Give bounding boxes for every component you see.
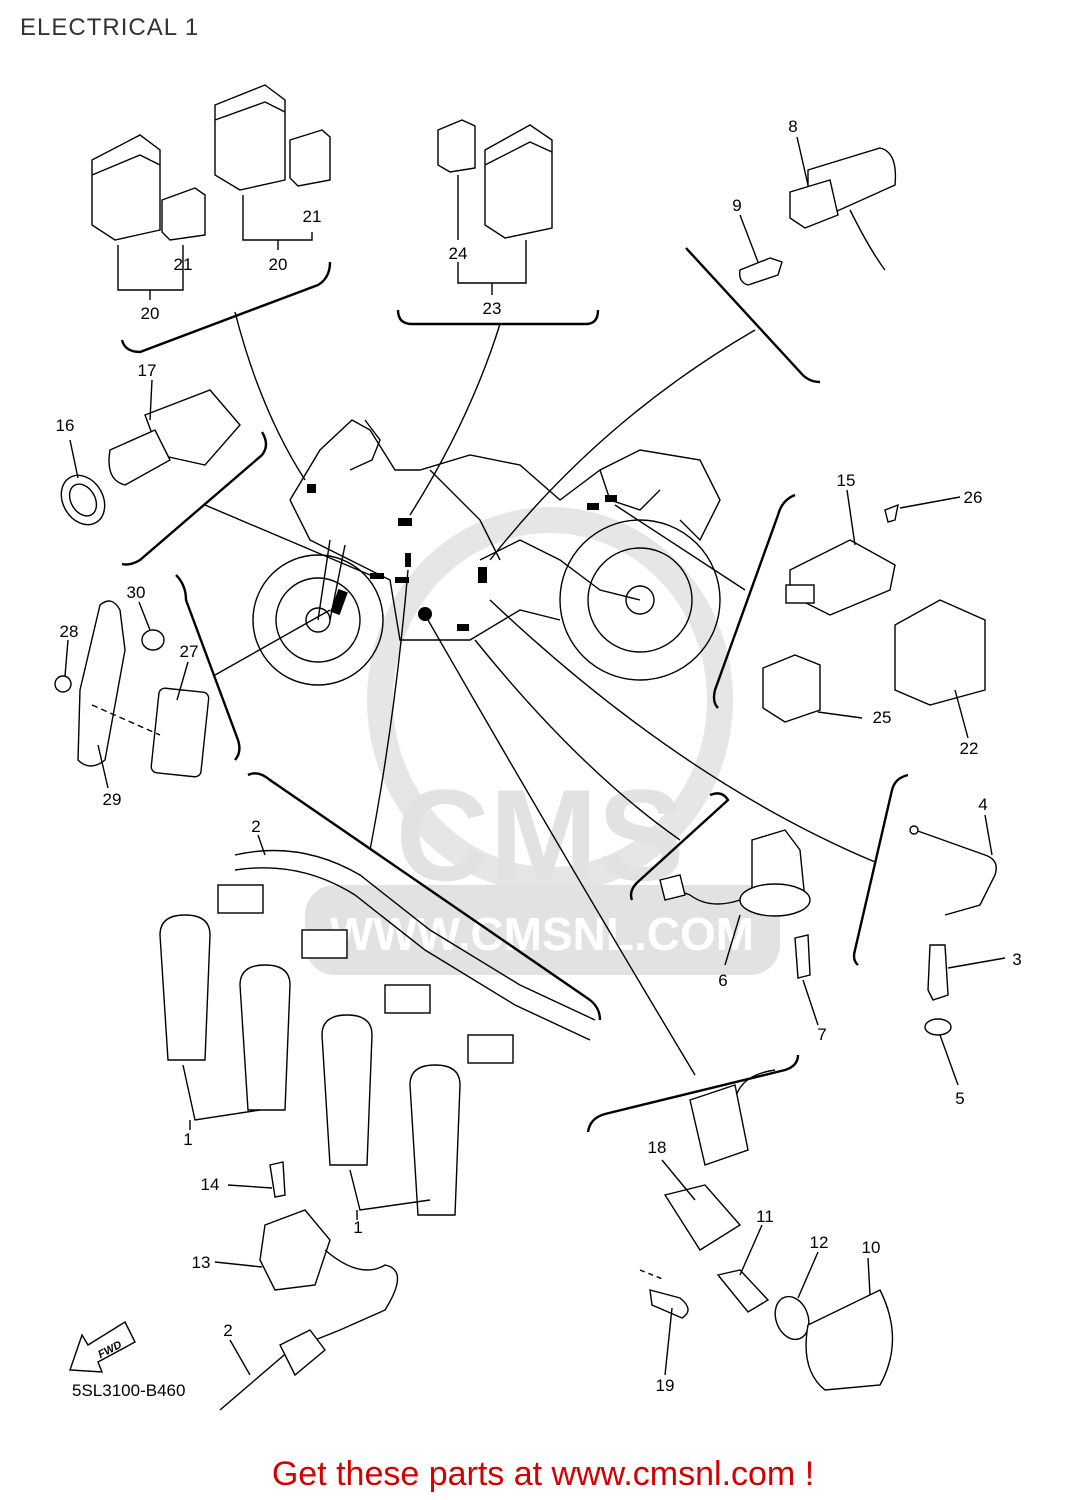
- label-20: 20: [269, 255, 288, 274]
- watermark-url: WWW.CMSNL.COM: [330, 908, 754, 960]
- location-markers: [307, 484, 617, 631]
- leader-lines: [204, 311, 876, 1076]
- watermark-brand: CMS: [396, 762, 685, 908]
- part-10-19-pickup: [639, 1069, 894, 1391]
- label-23: 23: [483, 299, 502, 318]
- relay-group-23-24: [437, 119, 553, 295]
- label-21: 21: [174, 255, 193, 274]
- label-11: 11: [756, 1207, 774, 1226]
- part-15-22-25-units: [762, 503, 986, 723]
- page-title: ELECTRICAL 1: [20, 14, 200, 41]
- label-27: 27: [180, 642, 199, 661]
- callout-lines: [64, 136, 1006, 1376]
- watermark: CMS WWW.CMSNL.COM: [305, 507, 780, 975]
- fwd-arrow-icon: FWD: [69, 1321, 136, 1373]
- part-13-sensor: [219, 1161, 399, 1411]
- label-22: 22: [960, 739, 979, 758]
- label-1: 1: [353, 1218, 362, 1237]
- relay-group-20-21: [91, 84, 331, 300]
- label-15: 15: [837, 471, 856, 490]
- label-4: 4: [978, 795, 987, 814]
- label-6: 6: [718, 971, 727, 990]
- label-10: 10: [862, 1238, 881, 1257]
- part-3-4-5: [909, 825, 997, 1036]
- part-1-ignition-coils: [159, 914, 461, 1220]
- label-26: 26: [964, 488, 983, 507]
- label-17: 17: [138, 361, 157, 380]
- label-25: 25: [873, 708, 892, 727]
- label-20: 20: [141, 304, 160, 323]
- label-2: 2: [251, 817, 260, 836]
- part-2-harness: [217, 849, 596, 1064]
- label-14: 14: [201, 1175, 220, 1194]
- label-13: 13: [192, 1253, 211, 1272]
- label-7: 7: [817, 1025, 826, 1044]
- label-19: 19: [656, 1376, 675, 1395]
- part-6-sensor: [659, 829, 811, 979]
- label-18: 18: [648, 1138, 667, 1157]
- label-3: 3: [1012, 950, 1021, 969]
- label-29: 29: [103, 790, 122, 809]
- diagram-code: 5SL3100-B460: [72, 1381, 186, 1400]
- part-27-30-bracket: [54, 600, 210, 778]
- label-8: 8: [788, 117, 797, 136]
- label-1: 1: [183, 1130, 192, 1149]
- group-brackets: [120, 247, 909, 1133]
- label-24: 24: [449, 244, 468, 263]
- part-8-sensor: [738, 147, 897, 286]
- label-12: 12: [810, 1233, 829, 1252]
- part-17-sensor: [60, 389, 241, 526]
- motorcycle-outline: [252, 419, 721, 686]
- label-28: 28: [60, 622, 79, 641]
- label-21: 21: [303, 207, 322, 226]
- label-5: 5: [955, 1089, 964, 1108]
- label-16: 16: [56, 416, 75, 435]
- footer-link-text[interactable]: Get these parts at www.cmsnl.com !: [271, 1455, 815, 1493]
- label-30: 30: [127, 583, 146, 602]
- label-9: 9: [732, 196, 741, 215]
- part-labels: 1 1 2 2 3 4 5 6 7 8 9 10 11 12 13 14 15 …: [56, 117, 1022, 1395]
- label-2: 2: [223, 1321, 232, 1340]
